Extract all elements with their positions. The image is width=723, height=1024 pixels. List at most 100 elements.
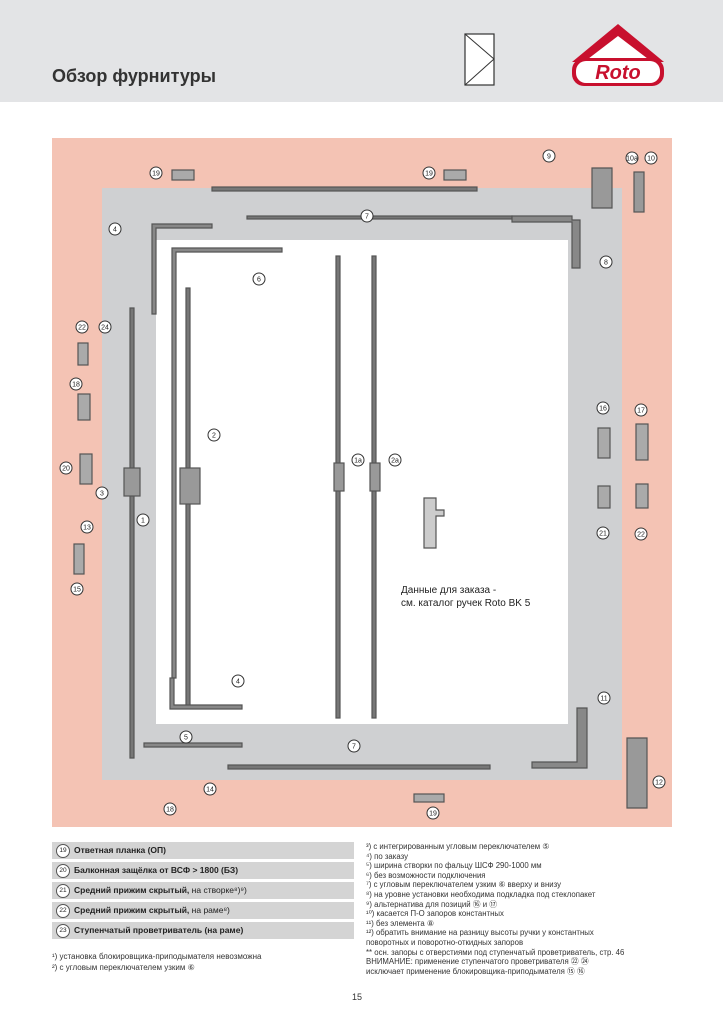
callout-19-bottom: 19: [426, 806, 440, 820]
svg-text:8: 8: [604, 260, 608, 267]
bottom-frame-rod: [227, 764, 491, 770]
svg-text:24: 24: [101, 325, 109, 332]
footnote: ¹¹) без элемента ⑧: [366, 918, 434, 928]
page-title: Обзор фурнитуры: [52, 66, 216, 86]
keeper-19: [77, 393, 91, 421]
svg-text:4: 4: [236, 679, 240, 686]
callout-3: 3: [95, 486, 109, 500]
legend-suffix: на раме⁸): [189, 905, 230, 915]
window-sash-icon: [464, 33, 495, 86]
legend-number: 21: [56, 884, 70, 898]
callout-1a: 1a: [351, 453, 365, 467]
callout-7-top: 7: [360, 209, 374, 223]
legend-number: 23: [56, 924, 70, 938]
callout-8: 8: [599, 255, 613, 269]
keeper-top-19: [171, 169, 195, 181]
page-header: Обзор фурнитуры Roto: [0, 0, 723, 102]
svg-text:18: 18: [166, 807, 174, 814]
footnotes-right: ³) с интегрированным угловым переключате…: [366, 842, 676, 976]
legend-text: Ответная планка (ОП): [74, 845, 166, 855]
left-locking-unit: [123, 467, 141, 497]
callout-12: 12: [652, 775, 666, 789]
footnote: ⁷) с угловым переключателем узким ⑥ ввер…: [366, 880, 561, 890]
svg-text:17: 17: [637, 408, 645, 415]
vent-17: [635, 423, 649, 461]
legend-text: Средний прижим скрытый,: [74, 885, 190, 895]
footnote: ⁸) на уровне установки необходима подкла…: [366, 889, 596, 899]
callout-17: 17: [634, 403, 648, 417]
footnote: ВНИМАНИЕ: применение ступенчатого провет…: [366, 957, 589, 967]
keeper-top-19b: [443, 169, 467, 181]
svg-text:11: 11: [600, 696, 607, 703]
footnote: ⁵) ширина створки по фальцу ШСФ 290-1000…: [366, 861, 542, 871]
page-number: 15: [352, 992, 363, 1002]
legend-number: 19: [56, 844, 70, 858]
svg-text:7: 7: [365, 214, 369, 221]
svg-text:10: 10: [647, 156, 655, 163]
callout-24: 24: [98, 320, 112, 334]
svg-text:22: 22: [637, 532, 645, 539]
roto-logo: Roto: [572, 24, 664, 86]
callout-19-top-left: 19: [149, 166, 163, 180]
callout-21: 21: [596, 526, 610, 540]
callout-7-bottom: 7: [347, 739, 361, 753]
footnote: ** осн. запоры с отверстиями под ступенч…: [366, 947, 625, 957]
svg-text:14: 14: [206, 787, 214, 794]
callout-14: 14: [203, 782, 217, 796]
svg-text:12: 12: [655, 780, 663, 787]
callout-15: 15: [70, 582, 84, 596]
svg-text:18: 18: [72, 382, 80, 389]
footnote: ¹) установка блокировщика-приподымателя …: [52, 952, 262, 961]
svg-text:5: 5: [184, 735, 188, 742]
svg-text:7: 7: [352, 744, 356, 751]
svg-text:19: 19: [429, 811, 437, 818]
right-upper-corner: [511, 215, 581, 269]
footnote: ¹⁰) касается П-О запоров константных: [366, 909, 504, 919]
keeper-bottom-19: [413, 793, 445, 803]
footnote: ³) с интегрированным угловым переключате…: [366, 842, 550, 851]
sash-corner-lower: [169, 677, 243, 710]
footnote: ⁹) альтернатива для позиций ⑯ и ⑰: [366, 899, 498, 909]
footnote: ⁴) по заказу: [366, 851, 408, 861]
sash-area: [156, 240, 568, 724]
callout-4-bottom: 4: [231, 674, 245, 688]
callout-19-top-right: 19: [422, 166, 436, 180]
legend-item-23: 23 Ступенчатый проветриватель (на раме): [52, 922, 354, 939]
footnote: ²) с угловым переключателем узким ⑥: [52, 962, 195, 972]
svg-text:10a: 10a: [626, 156, 638, 163]
footnote: поворотных и поворотно-откидных запоров: [366, 937, 524, 947]
hardware-parts: [73, 167, 649, 809]
callout-9: 9: [542, 149, 556, 163]
keeper-15: [73, 543, 85, 575]
legend-number: 22: [56, 904, 70, 918]
middle-keeper-21: [597, 485, 611, 509]
svg-text:19: 19: [152, 171, 160, 178]
legend-text: Средний прижим скрытый,: [74, 905, 190, 915]
callout-10: 10: [644, 151, 658, 165]
top-frame-rod: [211, 186, 478, 192]
sash-gear: [179, 467, 201, 505]
top-sash-rod: [246, 215, 513, 220]
rod-2a-gear: [369, 462, 381, 492]
footnote: ⁶) без возможности подключения: [366, 870, 486, 880]
callout-2a: 2a: [388, 453, 402, 467]
legend-item-19: 19 Ответная планка (ОП): [52, 842, 354, 859]
callout-1: 1: [136, 513, 150, 527]
scissor-bearing: [591, 167, 613, 209]
keeper-20: [79, 453, 93, 485]
callout-6: 6: [252, 272, 266, 286]
legend-number: 20: [56, 864, 70, 878]
callout-11: 11: [597, 691, 611, 705]
middle-keeper-22: [635, 483, 649, 509]
right-lower-corner: [531, 707, 588, 769]
svg-text:22: 22: [78, 325, 86, 332]
legend-text: Ступенчатый проветриватель (на раме): [74, 925, 244, 935]
svg-text:13: 13: [83, 525, 91, 532]
svg-text:1: 1: [141, 518, 145, 525]
svg-text:16: 16: [599, 406, 607, 413]
svg-text:3: 3: [100, 491, 104, 498]
callout-group: 19 19 9 10a 10 7 4 6 8 22 24 18 20 3 13 …: [59, 149, 666, 820]
footnote: исключает применение блокировщика-припод…: [366, 966, 585, 976]
